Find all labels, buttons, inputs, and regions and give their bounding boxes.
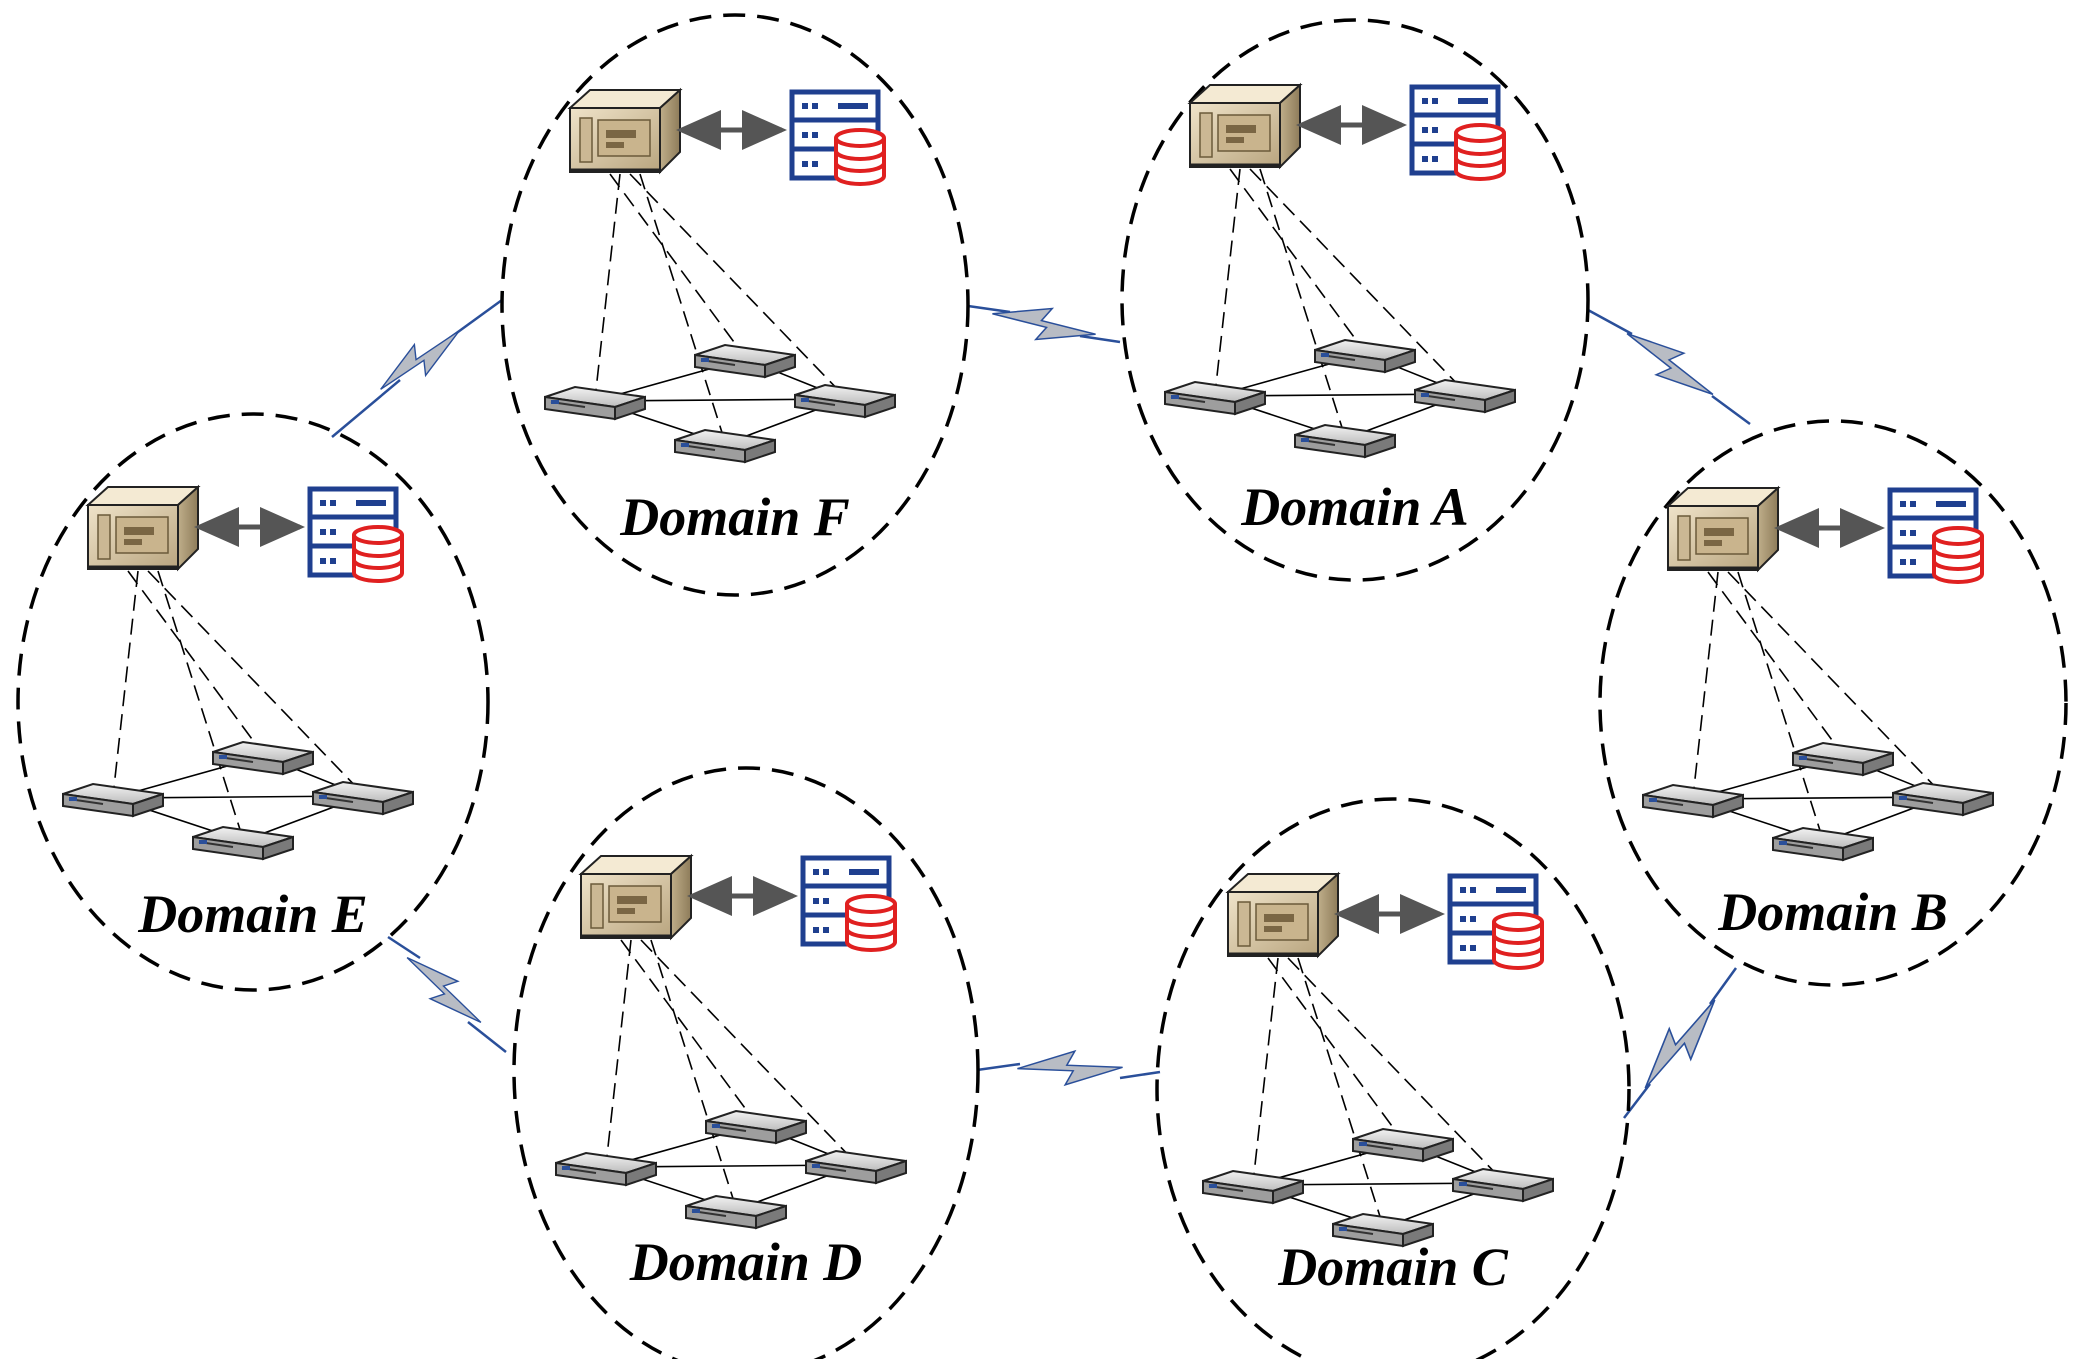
database-server-icon	[803, 858, 895, 950]
control-channel-line	[1267, 957, 1404, 1142]
control-channel-line	[1737, 571, 1824, 841]
domain-label: Domain C	[1277, 1237, 1509, 1297]
control-channel-line	[640, 939, 857, 1164]
control-channel-line	[650, 939, 737, 1209]
domain-label: Domain B	[1717, 882, 1948, 942]
wireless-link-icon	[1615, 321, 1725, 407]
network-switch-icon	[705, 1110, 807, 1144]
wireless-link-icon	[1015, 1047, 1125, 1089]
wireless-link-A-B	[1587, 308, 1751, 426]
domain-e: Domain E	[16, 412, 490, 992]
domain-boundary	[16, 412, 490, 992]
network-switch-icon	[685, 1195, 787, 1229]
controller-server-icon	[579, 854, 693, 940]
domain-boundary	[1155, 797, 1631, 1359]
network-switch-icon	[1352, 1128, 1454, 1162]
control-channel-line	[594, 173, 621, 400]
control-channel-line	[1229, 168, 1366, 353]
control-channel-line	[127, 570, 264, 755]
control-channel-line	[1259, 168, 1346, 438]
domain-boundary	[1120, 18, 1590, 582]
controller-server-icon	[1666, 486, 1780, 572]
control-channel-line	[112, 570, 139, 797]
control-channel-line	[1297, 957, 1384, 1227]
control-channel-line	[147, 570, 364, 795]
wireless-link-D-E	[387, 935, 507, 1053]
wireless-link-B-C	[1623, 967, 1738, 1119]
domain-label: Domain F	[619, 487, 850, 547]
network-switch-icon	[674, 429, 776, 463]
domain-f: Domain F	[500, 13, 970, 597]
database-server-icon	[1890, 490, 1982, 582]
database-server-icon	[1412, 87, 1504, 179]
wireless-link-icon	[1632, 987, 1728, 1101]
domain-d: Domain D	[512, 766, 980, 1359]
domain-label: Domain E	[137, 884, 368, 944]
wireless-link-F-A	[967, 299, 1121, 349]
control-channel-line	[605, 939, 632, 1166]
domain-boundary	[1598, 419, 2068, 987]
controller-server-icon	[86, 485, 200, 571]
database-server-icon	[310, 489, 402, 581]
domain-boundary	[512, 766, 980, 1359]
wireless-link-E-F	[331, 298, 503, 438]
control-channel-line	[1692, 571, 1719, 798]
controller-server-icon	[1188, 83, 1302, 169]
controller-server-icon	[1226, 872, 1340, 958]
network-switch-icon	[1314, 339, 1416, 373]
control-channel-line	[1727, 571, 1944, 796]
controller-server-icon	[568, 88, 682, 174]
control-channel-line	[1707, 571, 1844, 756]
control-channel-line	[629, 173, 846, 398]
control-channel-line	[620, 939, 757, 1124]
network-switch-icon	[192, 826, 294, 860]
network-switch-icon	[1792, 742, 1894, 776]
database-server-icon	[792, 92, 884, 184]
control-channel-line	[1249, 168, 1466, 393]
domain-c: Domain C	[1155, 797, 1631, 1359]
network-switch-icon	[1294, 424, 1396, 458]
control-channel-line	[1214, 168, 1241, 395]
wireless-link-C-D	[976, 1047, 1161, 1089]
control-channel-line	[1287, 957, 1504, 1182]
domain-b: Domain B	[1598, 419, 2068, 987]
network-switch-icon	[694, 344, 796, 378]
database-server-icon	[1450, 876, 1542, 968]
domain-label: Domain D	[629, 1232, 863, 1292]
domain-a: Domain A	[1120, 18, 1590, 582]
wireless-link-icon	[988, 299, 1100, 349]
control-channel-line	[157, 570, 244, 840]
wireless-link-icon	[395, 946, 493, 1034]
domain-boundary	[500, 13, 970, 597]
network-switch-icon	[1772, 827, 1874, 861]
network-switch-icon	[212, 741, 314, 775]
control-channel-line	[639, 173, 726, 443]
control-channel-line	[1252, 957, 1279, 1184]
domain-label: Domain A	[1240, 477, 1469, 537]
control-channel-line	[609, 173, 746, 358]
